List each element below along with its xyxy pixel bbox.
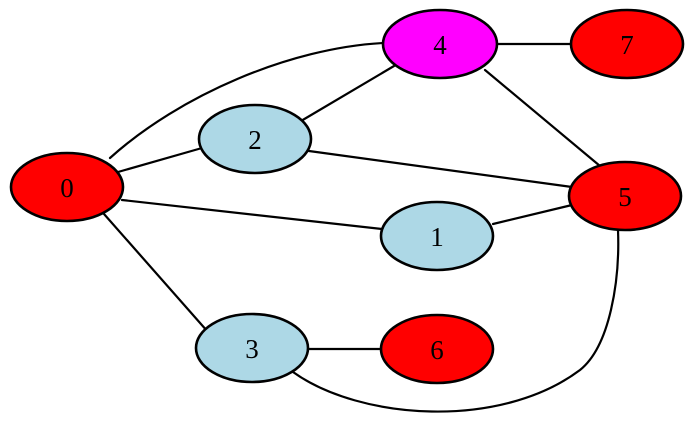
- graph-edge-0-4: [108, 41, 385, 160]
- node-shape-1[interactable]: [379, 200, 495, 272]
- node-shape-4[interactable]: [381, 8, 499, 80]
- node-shape-7[interactable]: [569, 8, 685, 80]
- graph-edge-1-5: [491, 203, 574, 226]
- graph-edge-0-3: [102, 212, 210, 334]
- edge-layer: [102, 41, 620, 413]
- graph-edge-3-5: [291, 228, 620, 413]
- node-shape-5[interactable]: [567, 160, 683, 232]
- graph-edge-4-5: [483, 68, 602, 168]
- graph-edge-0-2: [116, 146, 204, 174]
- node-label-1: 1: [430, 222, 444, 252]
- graph-node-7[interactable]: 7: [569, 8, 685, 80]
- node-label-3: 3: [245, 334, 259, 364]
- node-shape-0[interactable]: [9, 151, 125, 223]
- node-label-7: 7: [620, 30, 634, 60]
- node-layer: 0 1 2 3 4 5 6 7: [9, 8, 685, 385]
- node-label-6: 6: [430, 335, 444, 365]
- node-shape-2[interactable]: [197, 103, 313, 175]
- graph-node-6[interactable]: 6: [379, 313, 495, 385]
- graph-node-1[interactable]: 1: [379, 200, 495, 272]
- graph-node-4[interactable]: 4: [381, 8, 499, 80]
- node-label-4: 4: [433, 30, 447, 60]
- node-label-5: 5: [618, 182, 632, 212]
- graph-node-2[interactable]: 2: [197, 103, 313, 175]
- graph-node-0[interactable]: 0: [9, 151, 125, 223]
- node-shape-3[interactable]: [194, 312, 310, 384]
- node-label-0: 0: [60, 173, 74, 203]
- graph-edge-2-4: [299, 64, 396, 123]
- node-shape-6[interactable]: [379, 313, 495, 385]
- graph-node-3[interactable]: 3: [194, 312, 310, 384]
- graph-edge-2-5: [307, 149, 574, 189]
- graph-node-5[interactable]: 5: [567, 160, 683, 232]
- node-label-2: 2: [248, 125, 262, 155]
- graph-edge-0-1: [120, 198, 384, 231]
